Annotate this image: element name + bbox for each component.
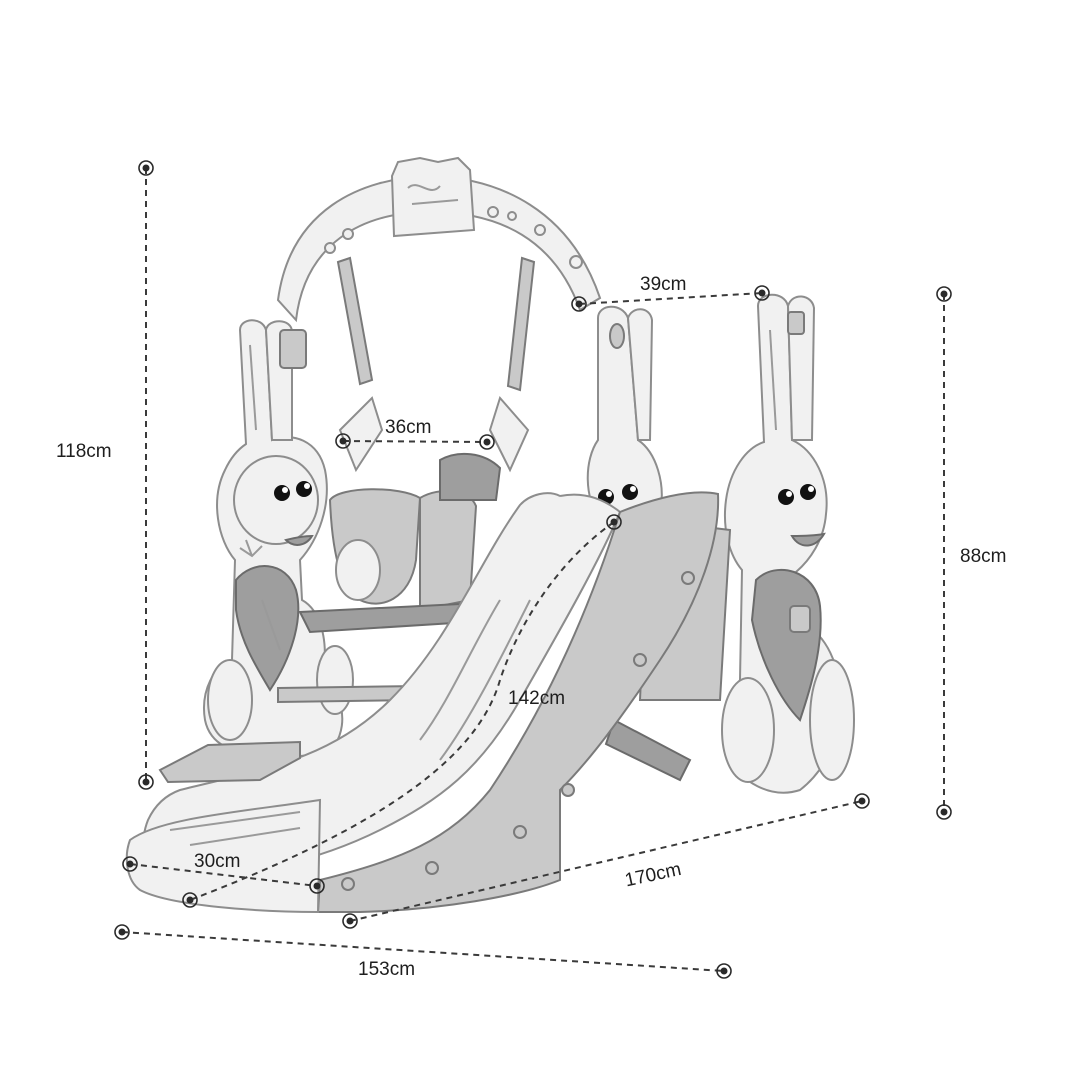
seat-width-label: 36cm <box>385 417 431 438</box>
endpoint-marker <box>716 963 732 979</box>
top-width-label: 39cm <box>640 274 686 295</box>
endpoint-marker <box>854 793 870 809</box>
middle-bunny-post <box>586 305 663 522</box>
endpoint-marker <box>479 434 495 450</box>
endpoint-marker <box>342 913 358 929</box>
endpoint-marker <box>335 433 351 449</box>
endpoint-marker <box>114 924 130 940</box>
height-label: 118cm <box>56 441 112 462</box>
endpoint-marker <box>936 804 952 820</box>
playset-illustration <box>125 156 855 914</box>
dimension-lines <box>114 160 952 979</box>
endpoint-marker <box>571 296 587 312</box>
side-height-label: 88cm <box>960 546 1006 567</box>
front-width-label: 153cm <box>358 959 415 980</box>
endpoint-marker <box>309 878 325 894</box>
swing-arch <box>276 156 602 369</box>
slide-width-label: 30cm <box>194 851 240 872</box>
dimension-labels: 118cm 88cm 39cm 36cm 142cm 30cm 170cm 15… <box>56 274 1006 980</box>
slide <box>125 491 732 914</box>
endpoint-marker <box>138 774 154 790</box>
endpoint-marker <box>138 160 154 176</box>
endpoint-marker <box>122 856 138 872</box>
swing <box>277 256 536 704</box>
left-bunny-post <box>203 319 354 758</box>
depth-label: 170cm <box>623 859 683 891</box>
slide-length-label: 142cm <box>508 688 565 709</box>
endpoint-marker <box>936 286 952 302</box>
swing-footboard <box>158 740 301 784</box>
endpoint-marker <box>606 514 622 530</box>
endpoint-marker <box>754 285 770 301</box>
right-bunny-post <box>721 293 855 794</box>
endpoint-marker <box>182 892 198 908</box>
